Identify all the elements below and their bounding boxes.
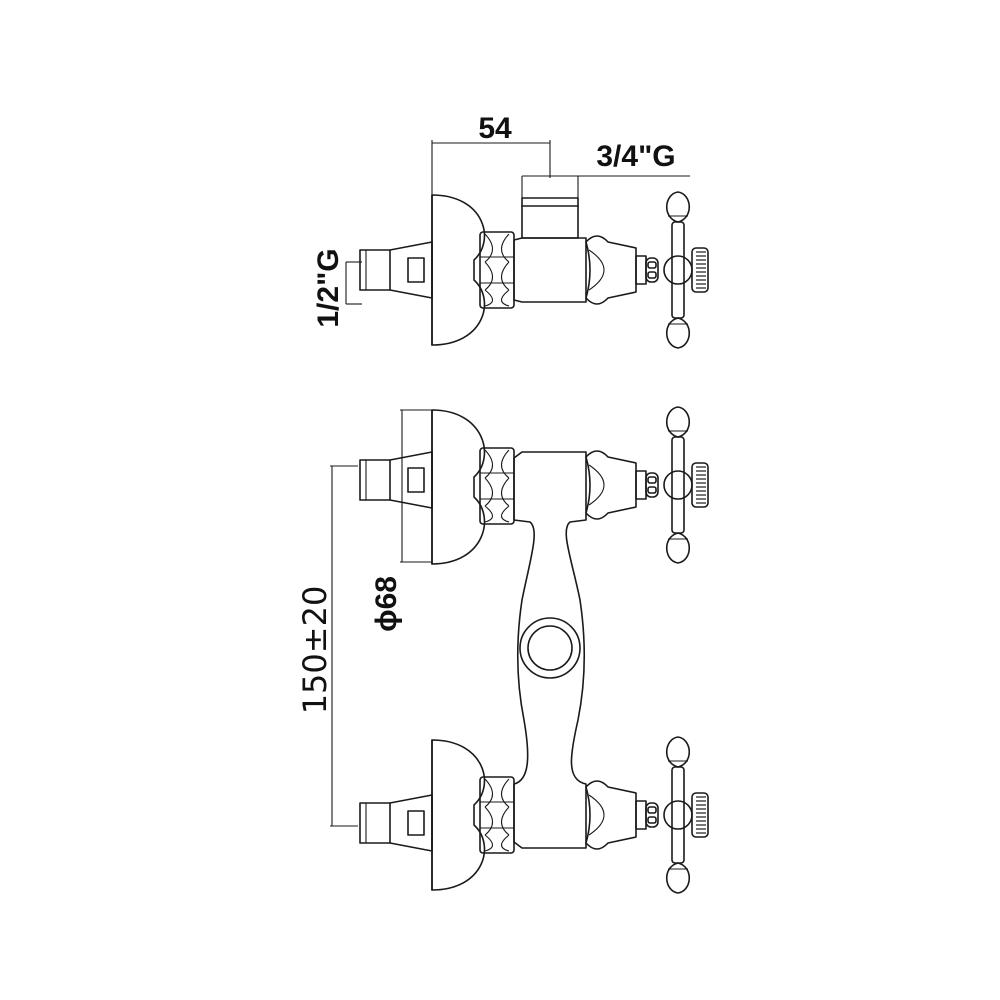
outlet-ring-inner bbox=[527, 625, 573, 671]
mixer-body bbox=[513, 451, 587, 849]
upper-hex-nut bbox=[479, 447, 515, 525]
outlet-stub bbox=[521, 197, 579, 239]
lower-flange bbox=[431, 739, 486, 891]
dimension-54: 54 bbox=[431, 112, 551, 195]
dimension-inlet-thread: 1/2"G bbox=[312, 248, 362, 328]
dim-flange-diameter-label: ϕ68 bbox=[370, 576, 403, 632]
outlet-ring-outer bbox=[519, 617, 581, 679]
dimension-flange-diameter: ϕ68 bbox=[370, 409, 432, 632]
dim-54-label: 54 bbox=[478, 112, 512, 145]
lower-hex-nut bbox=[479, 776, 515, 854]
dim-outlet-thread-label: 3/4"G bbox=[596, 140, 675, 173]
top-valve-handle bbox=[585, 191, 709, 349]
top-body bbox=[513, 237, 587, 303]
lower-valve-handle bbox=[585, 736, 709, 894]
dimension-outlet-thread: 3/4"G bbox=[521, 140, 690, 198]
upper-flange bbox=[431, 409, 486, 565]
dim-inlet-thread-label: 1/2"G bbox=[312, 248, 345, 327]
dimension-centers: 150±20 bbox=[296, 465, 358, 827]
top-view bbox=[359, 191, 709, 349]
front-view bbox=[359, 406, 709, 894]
top-inlet-pipe bbox=[359, 241, 433, 299]
top-flange bbox=[431, 194, 486, 346]
dim-centers-label: 150±20 bbox=[296, 586, 334, 715]
top-hex-nut bbox=[479, 231, 515, 309]
upper-inlet-pipe bbox=[359, 451, 433, 509]
upper-valve-handle bbox=[585, 406, 709, 564]
lower-inlet-pipe bbox=[359, 794, 433, 852]
